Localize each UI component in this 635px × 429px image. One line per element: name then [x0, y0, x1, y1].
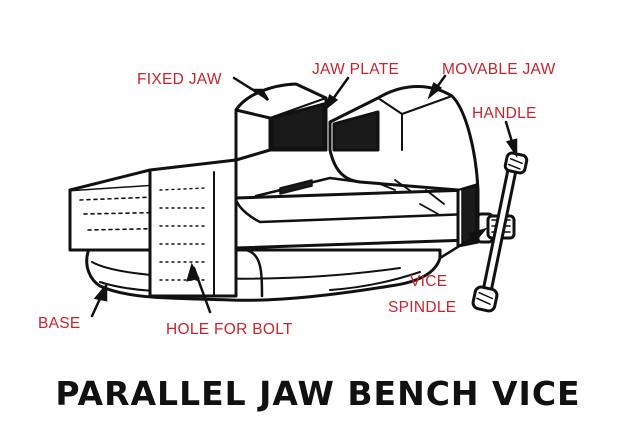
- part-labels: FIXED JAW JAW PLATE MOVABLE JAW HANDLE V…: [38, 61, 556, 338]
- fixed-jaw-body: [148, 158, 238, 298]
- label-fixed-jaw: FIXED JAW: [137, 71, 222, 88]
- hole-for-bolt-arrow: [186, 262, 212, 314]
- jaw-plate-arrow: [323, 76, 350, 112]
- base-arrow: [90, 282, 108, 318]
- label-hole-for-bolt: HOLE FOR BOLT: [166, 321, 293, 338]
- slide-channel: [234, 176, 472, 298]
- label-handle: HANDLE: [472, 105, 537, 122]
- label-vice: VICE: [410, 273, 447, 290]
- vice-handle: [471, 151, 529, 313]
- label-movable-jaw: MOVABLE JAW: [442, 61, 556, 78]
- movable-jaw-arrow: [427, 74, 447, 100]
- vice-base: [85, 248, 442, 302]
- fixed-jaw-arrow: [232, 76, 270, 101]
- leader-lines: [90, 74, 518, 318]
- jaw-plate-fixed: [270, 102, 326, 150]
- vice-illustration: [68, 82, 529, 313]
- label-spindle: SPINDLE: [388, 299, 456, 316]
- label-base: BASE: [38, 315, 81, 332]
- handle-arrow: [504, 120, 518, 159]
- spindle-arrow: [438, 227, 488, 260]
- label-jaw-plate: JAW PLATE: [312, 61, 399, 78]
- diagram-title: PARALLEL JAW BENCH VICE: [55, 374, 580, 413]
- jaw-plate-movable: [332, 110, 380, 152]
